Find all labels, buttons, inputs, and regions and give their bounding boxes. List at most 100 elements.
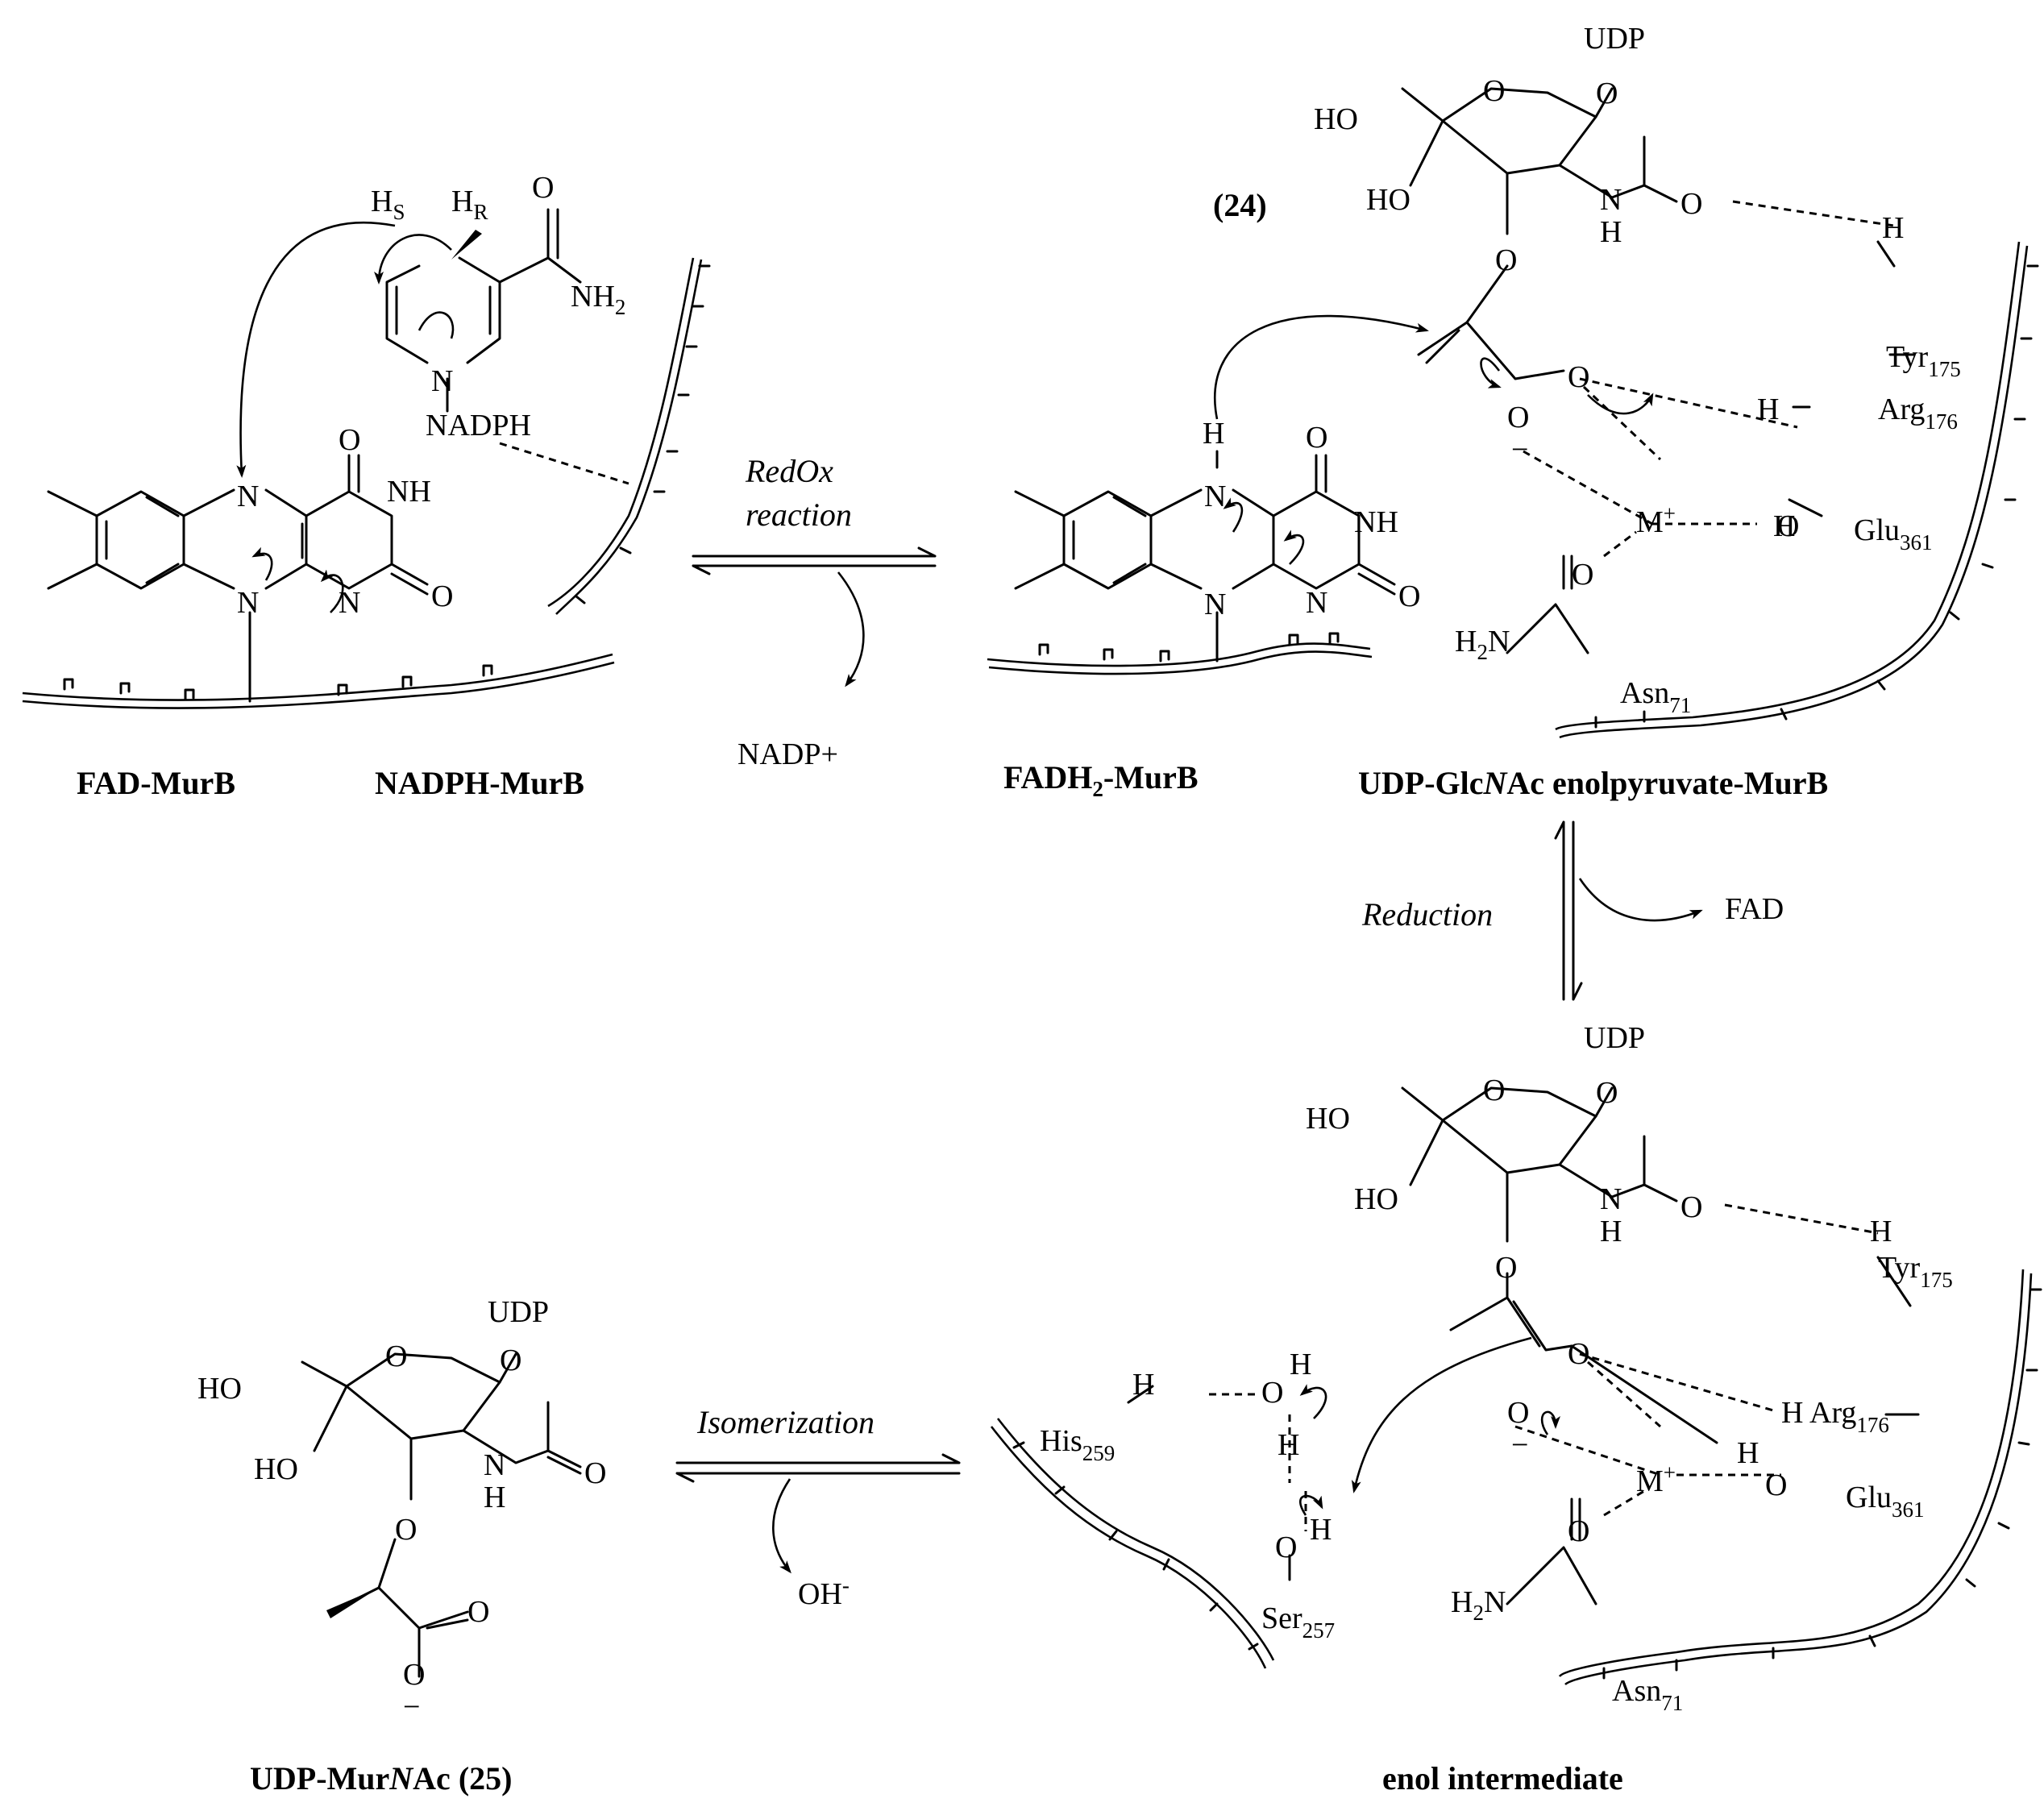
atom-o: O [1568,1337,1589,1371]
protein-backbones [22,241,2042,1686]
atom-n: N [1306,586,1327,620]
atom-ho: HO [197,1372,242,1406]
charge-minus: − [403,1690,420,1724]
fadh2-structure: H N N N NH O O [1014,314,1429,663]
atom-ho: HO [254,1452,298,1486]
atom-n: N [1204,480,1226,513]
residue-his259: His259 [1040,1424,1115,1465]
atom-o: O [1572,558,1593,592]
atom-nh2: NH2 [571,280,625,319]
udp-murnac-structure: UDP O O HO HO N H O O O O − [197,1295,606,1724]
atom-o: O [1568,1514,1589,1548]
atom-o: O [1398,579,1420,613]
atom-h: H [1870,1215,1892,1248]
atom-ho: HO [1366,183,1410,217]
atom-h: H [1278,1428,1299,1462]
atom-o: O [467,1595,489,1629]
atom-h: H [1773,509,1795,543]
atom-n: N [1204,588,1226,621]
residue-tyr175: Tyr175 [1886,340,1961,381]
atom-o: O [1680,187,1702,221]
udp-label: UDP [1584,22,1645,56]
atom-h: H [1132,1368,1154,1402]
atom-o: O [500,1344,521,1377]
atom-o: O [1306,421,1327,455]
charge-minus: − [1511,433,1528,467]
fad-byproduct: FAD [1725,892,1784,926]
atom-o: O [1777,509,1799,543]
atom-h: H [1310,1513,1332,1547]
atom-h: H [1600,1215,1622,1248]
atom-o: O [1507,1396,1529,1430]
atom-o: O [1495,1251,1517,1285]
atom-n: N [1600,183,1622,217]
atom-n: N [431,364,453,398]
nadph-structure: HS HR N NADPH O NH2 [236,171,629,485]
atom-h: H [1757,393,1779,426]
charge-minus: − [1511,1428,1528,1462]
atom-n: N [237,480,259,513]
udp-glcnac-structure: UDP O O HO HO N H O O O O − M+ H O O H2N… [1213,22,1961,717]
atom-h: H [1203,417,1224,451]
atom-o: O [1680,1190,1702,1224]
atom-n: N [339,586,360,620]
ring-oxygen: O [1483,1074,1505,1107]
udp-label: UDP [1584,1021,1645,1055]
atom-o: O [395,1513,417,1547]
residue-glu361: Glu361 [1846,1481,1925,1522]
atom-h: H [1737,1436,1759,1470]
hydroxide-byproduct: OH- [798,1573,850,1611]
atom-n: N [1600,1182,1622,1216]
udp-murnac-label: UDP-MurNAc (25) [250,1760,512,1796]
fad-murb-label: FAD-MurB [77,765,235,801]
residue-arg176: Arg176 [1809,1396,1889,1437]
nadph-murb-label: NADPH-MurB [375,765,584,801]
redox-condition-line2: reaction [746,496,852,533]
atom-ho: HO [1306,1102,1350,1136]
udp-glcnac-murb-label: UDP-GlcNAc enolpyruvate-MurB [1358,765,1828,801]
redox-equilibrium-arrow: RedOx reaction NADP+ [692,453,937,771]
atom-h-s: HS [371,185,405,224]
atom-nh: NH [387,475,431,509]
atom-o: O [1495,243,1517,277]
enol-intermediate-label: enol intermediate [1382,1760,1623,1796]
atom-o: O [431,579,453,613]
residue-ser257: Ser257 [1261,1601,1335,1643]
reduction-equilibrium-arrow: Reduction FAD [1361,820,1784,1001]
atom-o: O [1275,1531,1297,1564]
fad-murb-structure: N N N NH O O [47,423,453,703]
atom-ho: HO [1314,102,1358,136]
metal-cation: M+ [1636,501,1676,539]
atom-n: N [237,586,259,620]
atom-h: H [1882,211,1904,245]
atom-ho: HO [1354,1182,1398,1216]
atom-h-r: HR [451,185,488,224]
ring-oxygen: O [385,1340,407,1373]
residue-asn71: Asn71 [1620,676,1691,717]
atom-h2n: H2N [1451,1585,1506,1625]
atom-o: O [1261,1376,1283,1410]
atom-h: H [1290,1348,1311,1381]
residue-arg176: Arg176 [1878,393,1958,434]
atom-o: O [1765,1468,1787,1502]
atom-o: O [1568,360,1589,394]
isomerization-condition: Isomerization [696,1404,875,1440]
atom-h: H [1781,1396,1803,1430]
metal-cation: M+ [1636,1460,1676,1498]
atom-h: H [484,1481,505,1514]
compound-24-label: (24) [1213,187,1267,223]
atom-n: N [484,1448,505,1482]
atom-o: O [584,1456,606,1490]
nadp-plus-byproduct: NADP+ [737,737,838,771]
atom-h2n: H2N [1455,625,1510,664]
atom-o: O [403,1658,425,1692]
atom-nh: NH [1354,505,1398,539]
enol-intermediate-structure: UDP O O HO HO N H O O O O − M+ H O O H2N… [1040,1021,1953,1715]
residue-asn71: Asn71 [1612,1674,1683,1715]
atom-o: O [532,171,554,205]
nadph-label: NADPH [426,409,531,442]
atom-o: O [1596,1076,1618,1110]
udp-label: UDP [488,1295,549,1329]
ring-oxygen: O [1483,74,1505,108]
